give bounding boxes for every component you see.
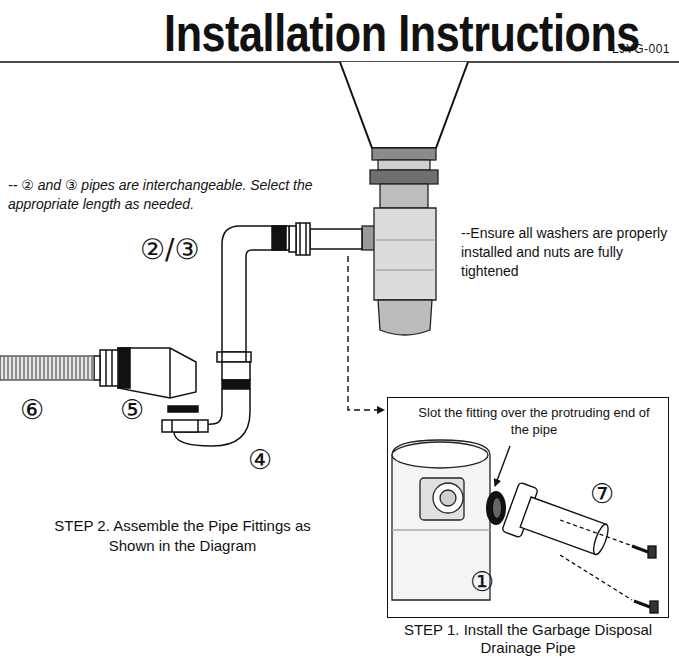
garbage-disposal [362, 148, 438, 335]
discharge-tube-part [299, 223, 301, 255]
callout-number: ⑥ [20, 396, 44, 423]
hose-nut-part [105, 350, 107, 386]
dashed-pointer-part [348, 256, 384, 410]
inset-screws-part [560, 520, 630, 545]
p-trap-part [174, 389, 250, 446]
inset-leader-part [495, 446, 510, 486]
elbow-fitting-part [118, 348, 196, 398]
elbow-pipe-part [222, 226, 289, 352]
inset-leader [495, 446, 510, 486]
garbage-disposal-part [376, 269, 434, 270]
p-trap-part [222, 380, 250, 389]
garbage-disposal-part [376, 239, 434, 240]
inset-gasket-part [493, 498, 501, 518]
p-trap-part [197, 420, 199, 432]
garbage-disposal-part [372, 148, 436, 160]
discharge-tube-part [296, 223, 310, 255]
hose-nut-part [111, 350, 113, 386]
corrugated-hose [0, 356, 94, 380]
callout-number: ②/③ [140, 236, 200, 264]
inset-disposal-part [440, 490, 456, 506]
elbow-fitting-part [169, 348, 171, 398]
inset-disposal-part [433, 483, 463, 513]
title: Installation Instructions [164, 4, 640, 62]
step-caption: STEP 1. Install the Garbage Disposal Dra… [378, 621, 678, 657]
model-code: LJYG-001 [612, 42, 670, 56]
inset-gasket-part [486, 491, 506, 525]
instruction-text: Slot the fitting over the protruding end… [416, 404, 652, 438]
step-caption: STEP 2. Assemble the Pipe Fittings as Sh… [40, 516, 325, 556]
elbow-pipe-part [245, 352, 247, 362]
corrugated-hose-part [0, 356, 94, 380]
inset-disposal-part [392, 529, 490, 530]
discharge-tube-part [289, 226, 296, 252]
inset-screws-part [634, 601, 650, 607]
hose-nut [94, 350, 118, 386]
callout-number: ① [470, 568, 494, 595]
sink-funnel-part [340, 62, 468, 148]
inset-gasket [486, 491, 506, 525]
garbage-disposal-part [370, 170, 438, 184]
hose-nut-part [100, 350, 118, 386]
garbage-disposal-part [374, 208, 436, 300]
corrugated-hose-part [4, 357, 92, 379]
elbow-fitting-part [118, 348, 130, 388]
callout-number: ⑤ [120, 396, 144, 423]
interchange-note: -- ② and ③ pipes are interchangeable. Se… [8, 176, 326, 214]
garbage-disposal-part [378, 160, 430, 170]
dashed-pointer [348, 256, 384, 410]
elbow-fitting-part [168, 406, 198, 412]
garbage-disposal-part [380, 184, 428, 208]
sink-funnel [340, 62, 468, 148]
p-trap-part [222, 362, 250, 380]
elbow-pipe-part [272, 226, 286, 250]
inset-drain-pipe-part [591, 523, 611, 556]
hose-nut-part [94, 356, 100, 380]
inset-screws-part [650, 601, 658, 613]
discharge-tube [289, 223, 362, 255]
washer-note: --Ensure all washers are properly instal… [461, 224, 669, 281]
callout-number: ④ [248, 446, 272, 473]
discharge-tube-part [310, 229, 362, 249]
callout-number: ⑦ [590, 480, 614, 507]
discharge-tube-part [305, 223, 307, 255]
inset-screws-part [560, 555, 632, 600]
p-trap-part [171, 420, 173, 432]
elbow-pipe-part [217, 352, 251, 362]
inset-screws-part [632, 546, 648, 552]
inset-box: Slot the fitting over the protruding end… [387, 397, 669, 618]
inset-disposal-part [420, 478, 464, 520]
elbow-pipe-part [221, 352, 223, 362]
inset-screws [560, 520, 658, 613]
p-trap-part [162, 420, 208, 432]
title-wrap: Installation Instructions [115, 4, 595, 62]
garbage-disposal-part [378, 300, 432, 335]
inset-screws-part [648, 546, 656, 558]
elbow-pipe [217, 226, 289, 362]
inset-disposal-part [392, 442, 488, 468]
